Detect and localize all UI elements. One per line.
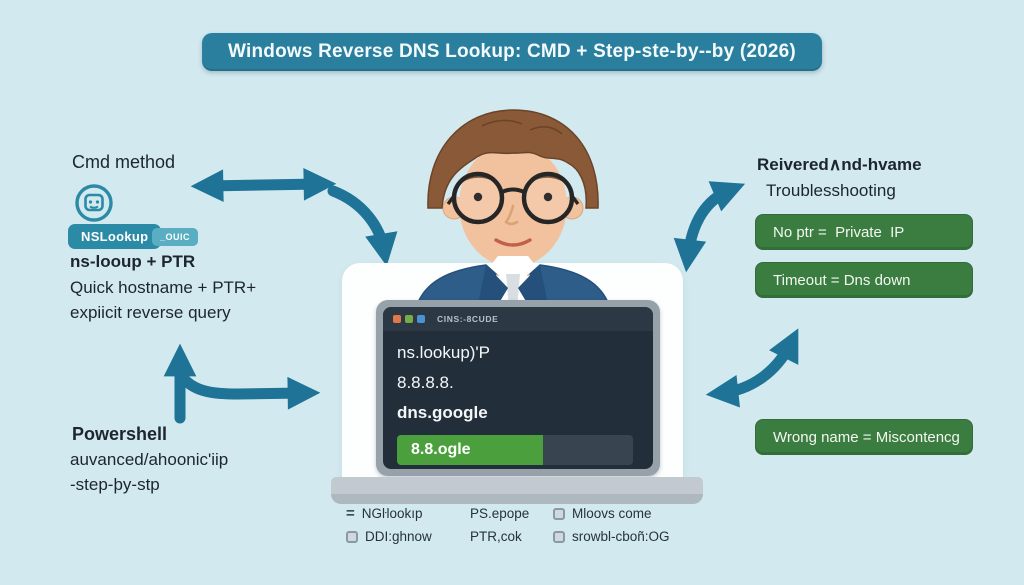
terminal-titlebar: CINS:-8CUDE (383, 307, 653, 331)
page-title: Windows Reverse DNS Lookup: CMD + Step-s… (228, 41, 796, 62)
ouic-badge: _OUIC (152, 228, 199, 246)
arrow-powershell-right (178, 373, 321, 410)
legend-label: DDI:ghnow (365, 529, 432, 544)
terminal-dot-orange-icon (393, 315, 401, 323)
legend-label: Mloovs come (572, 506, 652, 521)
person-illustration (415, 109, 611, 308)
terminal-dot-green-icon (405, 315, 413, 323)
badge-timeout: Timeout = Dns down (755, 262, 973, 298)
terminal-window: CINS:-8CUDE ns.lookup)'P 8.8.8.8. dns.go… (383, 307, 653, 469)
ouic-badge-label: _OUIC (160, 232, 191, 242)
legend-label: NGŀlookıp (361, 506, 423, 521)
laptop-base (331, 477, 703, 494)
badge-wrong-name-label: Wrong name = Miscontencg (773, 428, 960, 446)
equals-icon: = (346, 504, 355, 522)
badge-timeout-label: Timeout = Dns down (773, 271, 911, 289)
terminal-title: CINS:-8CUDE (437, 314, 499, 324)
laptop-base-lip (331, 494, 703, 504)
legend-item: DDI:ghnow (346, 529, 432, 544)
title-banner: Windows Reverse DNS Lookup: CMD + Step-s… (202, 33, 822, 71)
powershell-line1: auvanced/ahoonic'iip (70, 450, 229, 469)
terminal-app-icon (75, 184, 113, 222)
badge-wrong-name: Wrong name = Miscontencg (755, 419, 973, 455)
legend-item: PS.epope (470, 506, 529, 521)
powershell-heading: Powershell (72, 424, 168, 444)
reverse-heading-line2: Troublesshooting (766, 181, 896, 200)
terminal-body: ns.lookup)'P 8.8.8.8. dns.google 8.8.ogl… (383, 331, 653, 465)
quick-hostname-line: Quick hostname + PTR+ (70, 278, 257, 297)
terminal-line: 8.8.8.8. (397, 373, 454, 392)
square-icon (553, 507, 565, 520)
arrow-troubleshooting (673, 181, 746, 273)
powershell-line2: -step-þy-stp (70, 475, 160, 494)
terminal-highlight: 8.8.ogle (397, 435, 543, 465)
legend-label: srowbl-cboñ:OG (572, 529, 670, 544)
terminal-line: ns.lookup)'P (397, 343, 491, 362)
terminal-line: dns.google (397, 403, 488, 422)
legend-item: Mloovs come (553, 506, 652, 521)
square-icon (346, 530, 358, 543)
terminal-highlight-track (543, 435, 633, 465)
badge-no-ptr-label: No ptr = Private IP (773, 223, 905, 241)
laptop: CINS:-8CUDE ns.lookup)'P 8.8.8.8. dns.go… (376, 300, 660, 476)
terminal-highlight-row: 8.8.ogle (397, 435, 653, 465)
terminal-dot-blue-icon (417, 315, 425, 323)
legend-item: srowbl-cboñ:OG (553, 529, 670, 544)
arrow-cmd-down (327, 185, 398, 267)
explicit-query-line: expiicit reverse query (70, 303, 231, 322)
arrow-cmd-horizontal (190, 167, 337, 203)
nslookup-badge-label: NSLookup (81, 229, 149, 244)
legend-item: = NGŀlookıp (346, 504, 423, 522)
square-icon (553, 530, 565, 543)
arrow-wrongname (705, 328, 799, 408)
nslookup-badge: NSLookup (68, 224, 162, 249)
nslookup-ptr-line: ns-looup + PTR (70, 252, 196, 271)
reverse-heading-line1: Reivered∧nd-hvame (757, 155, 922, 174)
legend-item: PTR,cok (470, 529, 522, 544)
cmd-method-heading: Cmd method (72, 152, 176, 172)
badge-no-ptr: No ptr = Private IP (755, 214, 973, 250)
legend-label: PS.epope (470, 506, 530, 521)
legend-label: PTR,cok (470, 529, 522, 544)
